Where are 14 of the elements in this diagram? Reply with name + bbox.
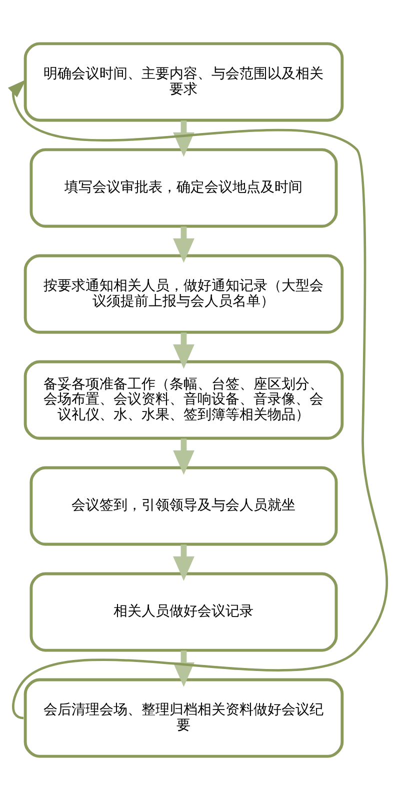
arrow xyxy=(173,120,194,157)
node-box: 备妥各项准备工作（条幅、台签、座区划分、会场布置、会议资料、音响设备、音录像、会议礼仪、水、水果、签到簿等相关物品） xyxy=(24,360,344,440)
node-box: 填写会议审批表，确定会议地点及时间 xyxy=(30,148,338,228)
node-box: 明确会议时间、主要内容、与会范围以及相关要求 xyxy=(24,42,344,122)
arrow xyxy=(173,544,194,581)
node-box: 按要求通知相关人员，做好通知记录（大型会议须提前上报与会人员名单） xyxy=(24,254,344,334)
node-box: 会议签到，引领领导及与会人员就坐 xyxy=(30,466,338,546)
arrow xyxy=(8,80,388,719)
arrow xyxy=(173,332,194,369)
arrow xyxy=(173,438,194,475)
node-box: 会后清理会场、整理归档相关资料做好会议纪要 xyxy=(24,678,344,758)
arrow xyxy=(173,650,194,687)
arrow xyxy=(173,226,194,263)
node-box: 相关人员做好会议记录 xyxy=(30,572,338,652)
